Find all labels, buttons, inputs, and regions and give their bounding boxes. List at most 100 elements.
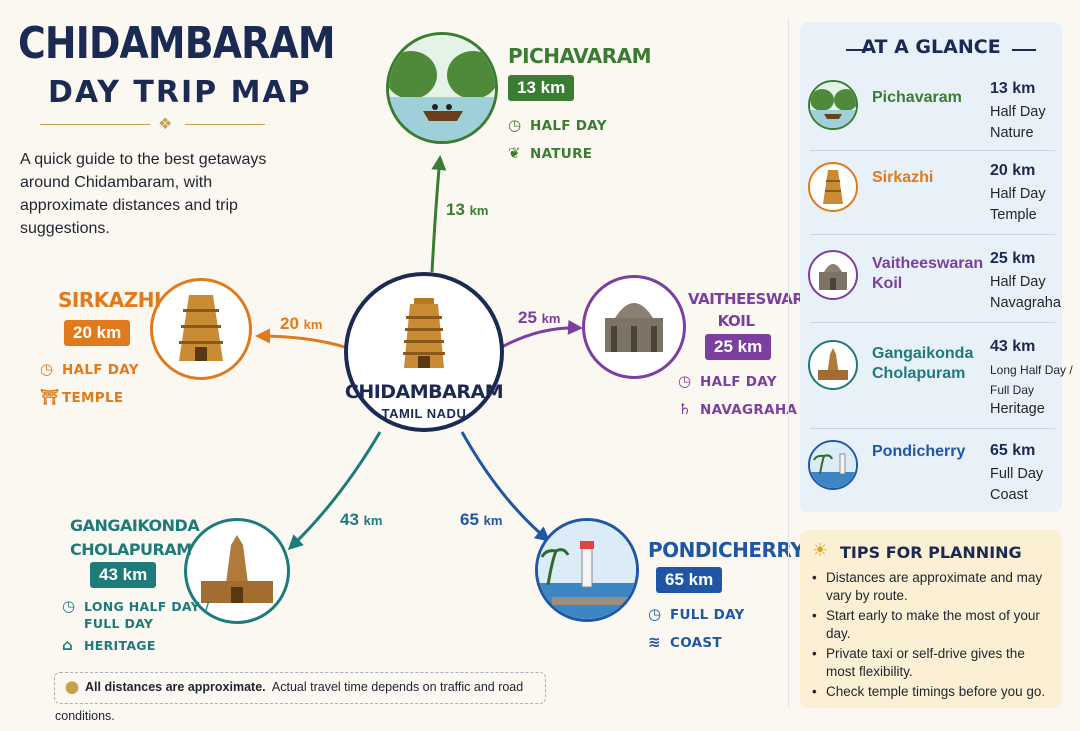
leaf-icon: ❦ <box>508 144 521 162</box>
glance-row-km: 20 km <box>990 162 1036 179</box>
glance-row-name: Gangaikonda <box>872 345 974 362</box>
footnote: ⬤All distances are approximate. Actual t… <box>54 672 546 723</box>
sirkazhi-circle[interactable] <box>150 278 252 380</box>
clock-icon: ◷ <box>678 372 692 390</box>
vaitheeswaran-type: NAVAGRAHA <box>700 402 798 418</box>
route-lines <box>255 155 583 551</box>
sirkazhi-km-badge: 20 km <box>64 320 131 346</box>
center-name: CHIDAMBARAM <box>344 381 504 403</box>
glance-row-duration: Long Half Day / <box>990 363 1073 377</box>
gangaikonda-duration: LONG HALF DAY / <box>84 599 210 614</box>
glance-row-duration: Half Day <box>990 104 1046 120</box>
sirkazhi-type: TEMPLE <box>62 390 124 406</box>
route-gangaikonda <box>287 431 382 551</box>
divider-ornament-icon: ❖ <box>158 116 173 133</box>
glance-row-name-2: Koil <box>872 275 903 292</box>
tip-item: Check temple timings before you go. <box>812 683 1052 701</box>
page-subtitle: DAY TRIP MAP <box>48 75 312 110</box>
gangaikonda-name: GANGAIKONDA <box>70 516 200 535</box>
glance-row-duration: Half Day <box>990 274 1046 290</box>
pondicherry-duration: FULL DAY <box>670 607 745 623</box>
vaitheeswaran-km-badge: 25 km <box>705 334 772 360</box>
route-label-gangaikonda: 43 km <box>340 510 383 529</box>
route-pichavaram <box>430 155 447 273</box>
intro-text: A quick guide to the best getaways aroun… <box>20 151 267 237</box>
temple-icon <box>179 295 223 361</box>
glance-row-divider <box>810 428 1055 429</box>
glance-row-divider <box>810 234 1055 235</box>
gangaikonda-circle[interactable] <box>184 518 290 624</box>
title-divider-left <box>40 124 150 125</box>
glance-row-km: 13 km <box>990 80 1036 97</box>
heritage-temple-icon <box>201 535 273 603</box>
footnote-bold: All distances are approximate. <box>85 680 266 694</box>
route-sirkazhi <box>255 328 349 350</box>
glance-rule-left <box>846 49 870 51</box>
tip-item: Private taxi or self-drive gives the mos… <box>812 645 1052 681</box>
route-vaitheeswaran <box>499 319 583 350</box>
glance-row-name: Pondicherry <box>872 443 966 460</box>
center-circle[interactable] <box>344 272 504 432</box>
sirkazhi-name: SIRKAZHI <box>58 288 161 312</box>
boat-icon <box>389 35 495 141</box>
pichavaram-type: NATURE <box>530 146 593 162</box>
pondicherry-type: COAST <box>670 635 722 651</box>
glance-row-type: Navagraha <box>990 295 1061 311</box>
tip-item: Distances are approximate and may vary b… <box>812 569 1052 605</box>
glance-row-divider <box>810 150 1055 151</box>
gangaikonda-duration-2: FULL DAY <box>84 616 154 631</box>
glance-row-km: 43 km <box>990 338 1036 355</box>
sirkazhi-duration: HALF DAY <box>62 362 139 378</box>
route-label-pondicherry: 65 km <box>460 510 503 529</box>
tip-item: Start early to make the most of your day… <box>812 607 1052 643</box>
at-a-glance-title: AT A GLANCE <box>861 36 1001 58</box>
pichavaram-duration: HALF DAY <box>530 118 607 134</box>
vaitheeswaran-duration: HALF DAY <box>700 374 777 390</box>
glance-shrine-icon <box>808 250 858 300</box>
glance-row-duration: Full Day <box>990 466 1044 482</box>
glance-boat-icon <box>808 80 858 130</box>
page-title: CHIDAMBARAM <box>18 18 335 69</box>
wave-icon: ≋ <box>648 633 661 651</box>
glance-row-duration: Half Day <box>990 186 1046 202</box>
glance-temple-icon <box>808 162 858 212</box>
title-divider-right <box>185 124 265 125</box>
glance-lighthouse-icon <box>808 440 858 490</box>
gopuram-icon <box>403 298 445 368</box>
vaitheeswaran-name: VAITHEESWARAN <box>688 290 827 308</box>
pondicherry-circle[interactable] <box>535 518 639 622</box>
gangaikonda-km-badge: 43 km <box>90 562 157 588</box>
glance-row-name: Pichavaram <box>872 89 962 106</box>
glance-rule-right <box>1012 49 1036 51</box>
glance-row-duration-2: Full Day <box>990 383 1035 397</box>
gangaikonda-type: HERITAGE <box>84 638 156 653</box>
center-subtitle: TAMIL NADU <box>381 406 467 421</box>
glance-row-km: 25 km <box>990 250 1036 267</box>
pondicherry-name: PONDICHERRY <box>648 538 805 562</box>
planet-icon: ♄ <box>678 400 692 418</box>
pichavaram-name: PICHAVARAM <box>508 44 652 68</box>
clock-icon: ◷ <box>40 360 54 378</box>
glance-row-name-2: Cholapuram <box>872 365 966 382</box>
shrine-icon <box>605 303 663 352</box>
pichavaram-circle[interactable] <box>386 32 498 144</box>
glance-row-name: Sirkazhi <box>872 169 934 186</box>
route-label-pichavaram: 13 km <box>446 200 489 219</box>
route-label-sirkazhi: 20 km <box>280 314 323 333</box>
gangaikonda-name-2: CHOLAPURAM <box>70 540 192 559</box>
clock-icon: ◷ <box>508 116 522 134</box>
vaitheeswaran-name-2: KOIL <box>717 312 755 330</box>
tips-title: TIPS FOR PLANNING <box>840 543 1022 562</box>
pondicherry-km-badge: 65 km <box>656 567 723 593</box>
glance-row-km: 65 km <box>990 442 1036 459</box>
glance-row-divider <box>810 322 1055 323</box>
glance-row-type: Coast <box>990 487 1028 503</box>
panel-divider <box>788 18 789 708</box>
glance-row-type: Heritage <box>990 401 1045 417</box>
clock-icon: ◷ <box>648 605 662 623</box>
glance-row-name: Vaitheeswaran <box>872 255 984 272</box>
lightbulb-icon: ☀ <box>812 540 829 560</box>
route-label-vaitheeswaran: 25 km <box>518 308 561 327</box>
glance-heritage-icon <box>808 340 858 390</box>
vaitheeswaran-circle[interactable] <box>582 275 686 379</box>
